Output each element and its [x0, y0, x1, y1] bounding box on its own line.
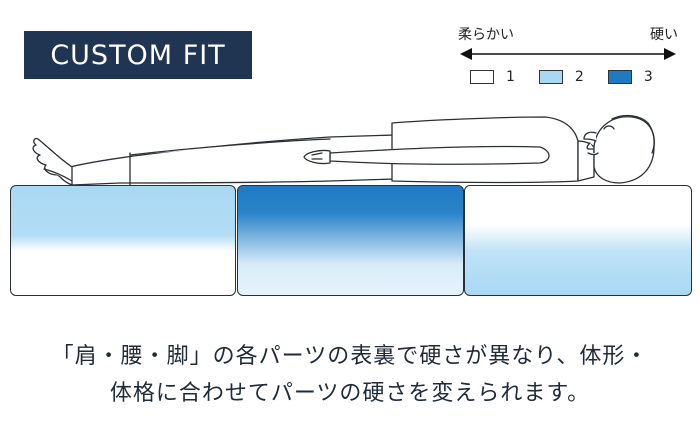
- soft-label: 柔らかい: [458, 27, 514, 43]
- legend-swatch-3: [607, 70, 632, 84]
- legend-swatch-1: [470, 70, 494, 84]
- legend-label-2: 2: [574, 69, 584, 85]
- description-line-2: 体格に合わせてパーツの硬さを変えられます。: [109, 381, 591, 406]
- mattress-block-legs: [464, 185, 692, 296]
- lying-person-illustration: [32, 114, 655, 186]
- double-arrow-icon: [460, 48, 676, 60]
- legend-swatch-2: [538, 70, 563, 84]
- legend-label-1: 1: [506, 69, 515, 85]
- firmness-legend: 1 2 3: [470, 69, 653, 85]
- mattress-blocks: [10, 185, 692, 298]
- hard-label: 硬い: [650, 27, 678, 43]
- mattress-block-waist: [237, 185, 464, 296]
- badge-label: CUSTOM FIT: [50, 39, 226, 71]
- description-line-1: 「肩・腰・脚」の各パーツの表裏で硬さが異なり、体形・: [51, 344, 649, 369]
- custom-fit-badge: CUSTOM FIT: [24, 31, 252, 79]
- mattress-block-shoulder: [10, 185, 236, 296]
- firmness-scale: 柔らかい 硬い 1 2 3: [458, 24, 678, 96]
- legend-label-3: 3: [643, 69, 653, 85]
- description-text: 「肩・腰・脚」の各パーツの表裏で硬さが異なり、体形・ 体格に合わせてパーツの硬さ…: [0, 338, 700, 412]
